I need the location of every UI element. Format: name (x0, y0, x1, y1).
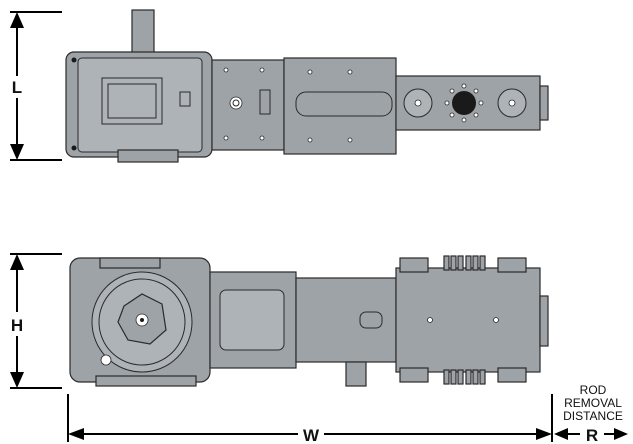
valve-cover-side (539, 295, 549, 347)
gearbox-cover-top (77, 57, 203, 153)
power-end-top (283, 57, 397, 155)
dimension-w: W (67, 394, 553, 444)
valve-bolts-bottom (443, 369, 486, 385)
dim-label-h: H (11, 316, 23, 335)
rod-removal-note: ROD REMOVAL DISTANCE (563, 383, 623, 423)
gearbox-base (95, 375, 197, 387)
gearbox-inspection-plate (101, 77, 163, 125)
drain-plug (345, 361, 367, 387)
dimension-r: R (554, 426, 628, 444)
fluid-end-side (395, 267, 541, 373)
motor-vent-pipe (131, 9, 155, 55)
dimension-h: H (10, 253, 62, 389)
note-line-3: DISTANCE (563, 409, 623, 423)
top-view (65, 9, 549, 163)
valve-bolts-top (443, 255, 486, 271)
power-end-side (295, 277, 397, 363)
valve-cover-top (539, 85, 549, 121)
dimension-l: L (10, 11, 62, 161)
dim-label-l: L (12, 78, 22, 97)
dim-label-r: R (586, 426, 598, 444)
dim-label-w: W (303, 426, 320, 444)
gearbox-foot-top (117, 149, 179, 163)
side-view (69, 255, 549, 387)
discharge-port (452, 91, 476, 115)
coupling-housing-top (211, 59, 285, 151)
note-line-1: ROD (580, 383, 607, 397)
note-line-2: REMOVAL (564, 396, 622, 410)
